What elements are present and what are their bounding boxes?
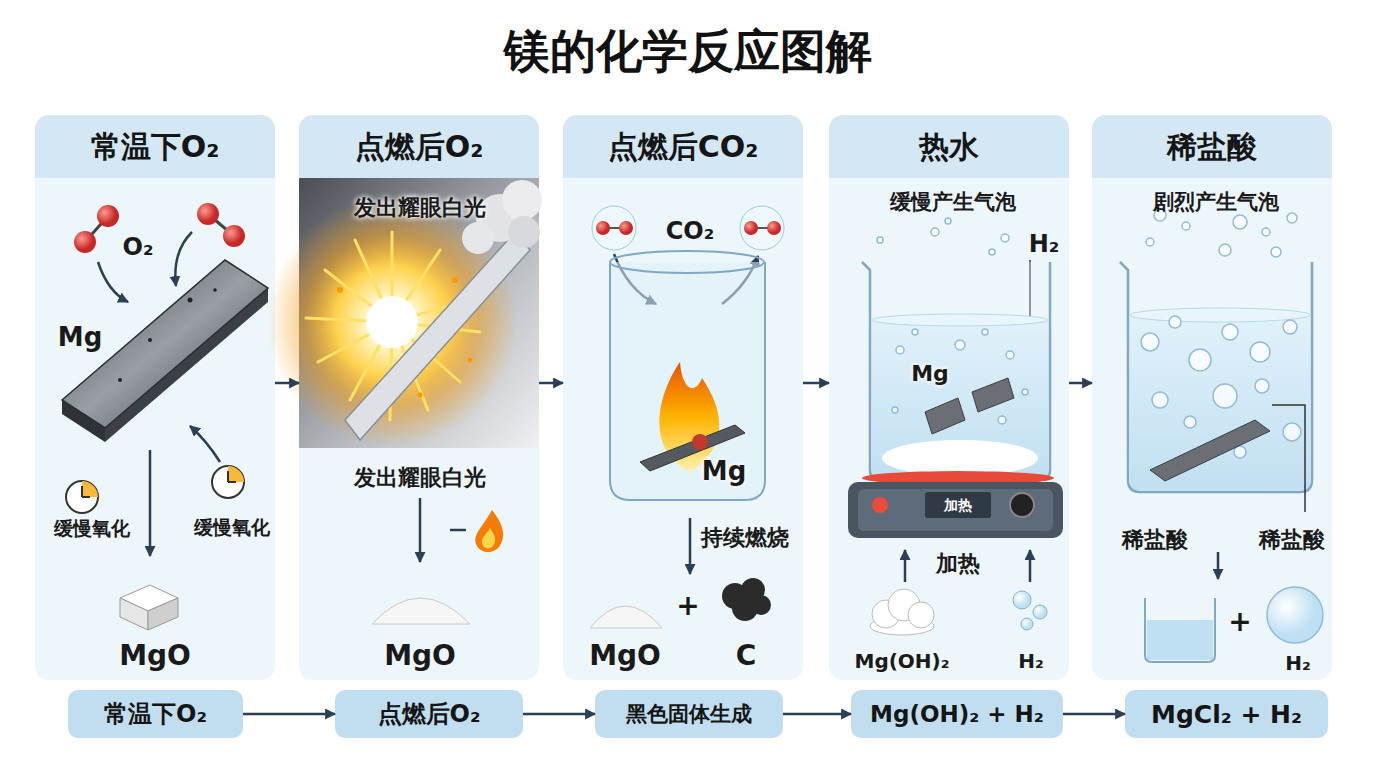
- formula-label: O₂: [123, 234, 154, 262]
- product-label: H₂: [1018, 650, 1044, 673]
- formula-label: H₂: [1029, 231, 1060, 259]
- summary-box: 黑色固体生成: [595, 690, 783, 738]
- process-note: 加热: [936, 551, 980, 576]
- panel-heading: 点燃后CO₂: [563, 115, 803, 178]
- panel-heading: 点燃后O₂: [299, 115, 539, 178]
- flow-arrow: [243, 713, 335, 716]
- product-label: MgO: [119, 640, 191, 672]
- summary-text: MgCl₂ + H₂: [1151, 700, 1302, 729]
- summary-text: 常温下O₂: [104, 698, 207, 730]
- panel-heading: 稀盐酸: [1092, 115, 1332, 178]
- product-label: C: [736, 640, 757, 672]
- summary-box: Mg(OH)₂ + H₂: [851, 690, 1063, 738]
- process-note: 缓慢氧化: [54, 518, 130, 540]
- flow-arrow: [275, 382, 299, 385]
- observation-note: 剧烈产生气泡: [1153, 190, 1279, 214]
- summary-text: 黑色固体生成: [626, 700, 752, 728]
- diagram-title: 镁的化学反应图解: [0, 22, 1376, 80]
- observation-note: 缓慢产生气泡: [890, 190, 1016, 214]
- process-note: 持续燃烧: [701, 525, 789, 550]
- formula-label: Mg: [58, 323, 102, 353]
- summary-text: 点燃后O₂: [378, 698, 481, 730]
- summary-box: 常温下O₂: [68, 690, 243, 738]
- display-text: 加热: [944, 497, 972, 513]
- observation-note: 发出耀眼白光: [354, 465, 486, 490]
- flow-arrow: [803, 382, 829, 385]
- reagent-label: 稀盐酸: [1259, 527, 1325, 552]
- summary-box: 点燃后O₂: [335, 690, 523, 738]
- flow-arrow: [783, 713, 851, 716]
- formula-label: CO₂: [666, 218, 715, 246]
- product-label: Mg(OH)₂: [855, 650, 950, 673]
- flow-arrow: [1069, 382, 1092, 385]
- summary-text: Mg(OH)₂ + H₂: [870, 701, 1044, 727]
- panel-heading: 热水: [829, 115, 1069, 178]
- flow-arrow: [1063, 713, 1125, 716]
- flow-arrow: [523, 713, 595, 716]
- panel-heading: 常温下O₂: [35, 115, 275, 178]
- product-label: MgO: [384, 640, 456, 672]
- plus-sign: +: [1228, 606, 1251, 638]
- reaction-panel: 常温下O₂: [35, 115, 275, 680]
- summary-box: MgCl₂ + H₂: [1125, 690, 1328, 738]
- observation-note: 发出耀眼白光: [354, 195, 486, 220]
- flow-arrow: [539, 382, 563, 385]
- formula-label: Mg: [702, 457, 746, 487]
- reagent-label: 稀盐酸: [1122, 527, 1188, 552]
- plus-sign: +: [676, 590, 699, 622]
- product-label: H₂: [1285, 652, 1311, 675]
- formula-label: Mg: [911, 361, 949, 386]
- process-note: 缓慢氧化: [194, 517, 270, 539]
- product-label: MgO: [589, 640, 661, 672]
